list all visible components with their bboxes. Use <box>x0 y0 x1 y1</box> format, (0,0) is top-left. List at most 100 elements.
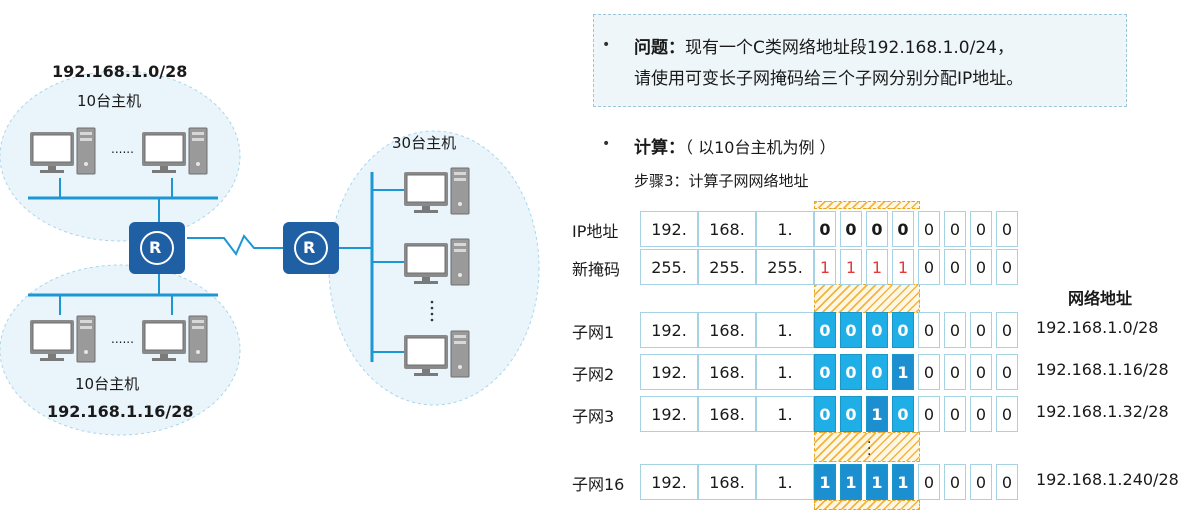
bit-cell: 0 <box>970 464 992 500</box>
bit-cell: 0 <box>814 312 836 348</box>
octet-cell: 1. <box>756 354 814 390</box>
question-line-1: 问题：现有一个C类网络地址段192.168.1.0/24， <box>634 33 1014 58</box>
router-icon <box>129 222 185 274</box>
network-address: 192.168.1.16/28 <box>1036 360 1169 379</box>
bit-cell: 0 <box>840 312 862 348</box>
calc-label: 计算： <box>634 138 685 158</box>
router-label: R <box>303 238 316 257</box>
question-label: 问题： <box>634 38 685 58</box>
bit-cell: 0 <box>840 396 862 432</box>
bullet: • <box>602 37 611 53</box>
bit-cell: 1 <box>892 354 914 390</box>
network-diagram: R R 192.168.1.0/28 10台主机 ...... ...... 1… <box>0 0 560 514</box>
bit-cell: 0 <box>996 354 1018 390</box>
octet-cell: 168. <box>698 211 756 247</box>
vertical-ellipsis: ··· <box>867 435 872 463</box>
bit-cell: 0 <box>892 211 914 247</box>
row-label: 新掩码 <box>572 260 621 279</box>
bit-cell: 0 <box>814 211 836 247</box>
bit-cell: 0 <box>918 249 940 285</box>
bit-cell: 0 <box>892 396 914 432</box>
octet-cell: 192. <box>640 396 698 432</box>
octet-cell: 168. <box>698 396 756 432</box>
octet-cell: 1. <box>756 396 814 432</box>
octet-cell: 1. <box>756 211 814 247</box>
top-subnet-hosts: 10台主机 <box>77 92 142 110</box>
hatch-mid <box>814 284 920 313</box>
net-addr-header: 网络地址 <box>1068 289 1133 308</box>
octet-cell: 1. <box>756 312 814 348</box>
question-box <box>593 14 1127 107</box>
bit-cell: 1 <box>892 249 914 285</box>
octet-cell: 192. <box>640 211 698 247</box>
calc-title: 计算：（ 以10台主机为例 ） <box>634 133 836 158</box>
bit-cell: 0 <box>970 354 992 390</box>
router-label: R <box>149 238 162 257</box>
bit-cell: 0 <box>970 312 992 348</box>
octet-cell: 168. <box>698 312 756 348</box>
calc-step: 步骤3：计算子网网络地址 <box>634 172 809 190</box>
hatch-bottom <box>814 500 920 510</box>
network-address: 192.168.1.240/28 <box>1036 470 1179 489</box>
hatch-gap <box>814 432 920 462</box>
octet-cell: 192. <box>640 312 698 348</box>
bit-cell: 0 <box>944 354 966 390</box>
bit-cell: 1 <box>840 249 862 285</box>
calc-note: （ 以10台主机为例 ） <box>685 138 836 157</box>
bit-cell: 0 <box>892 312 914 348</box>
hatch-top <box>814 201 920 209</box>
bit-cell: 0 <box>996 211 1018 247</box>
bit-cell: 1 <box>866 396 888 432</box>
bit-cell: 0 <box>866 312 888 348</box>
bit-cell: 0 <box>944 312 966 348</box>
bit-cell: 1 <box>866 249 888 285</box>
bit-cell: 0 <box>814 354 836 390</box>
bit-cell: 1 <box>840 464 862 500</box>
bit-cell: 1 <box>866 464 888 500</box>
bit-cell: 0 <box>970 211 992 247</box>
bit-cell: 0 <box>944 396 966 432</box>
octet-cell: 255. <box>640 249 698 285</box>
bit-cell: 0 <box>996 396 1018 432</box>
right-subnet-hosts: 30台主机 <box>392 134 457 152</box>
bit-cell: 0 <box>918 211 940 247</box>
bullet: • <box>602 136 611 152</box>
bit-cell: 0 <box>996 249 1018 285</box>
row-label: 子网2 <box>572 365 615 384</box>
bit-cell: 0 <box>970 249 992 285</box>
question-text-1: 现有一个C类网络地址段192.168.1.0/24， <box>685 38 1014 58</box>
bit-cell: 1 <box>892 464 914 500</box>
router-icon <box>283 222 339 274</box>
bit-cell: 0 <box>866 354 888 390</box>
octet-cell: 192. <box>640 354 698 390</box>
bit-cell: 0 <box>944 464 966 500</box>
octet-cell: 255. <box>698 249 756 285</box>
octet-cell: 1. <box>756 464 814 500</box>
bottom-subnet-network: 192.168.1.16/28 <box>47 402 194 421</box>
bit-cell: 0 <box>944 211 966 247</box>
bit-cell: 0 <box>996 464 1018 500</box>
bit-cell: 0 <box>918 312 940 348</box>
bit-cell: 0 <box>918 464 940 500</box>
octet-cell: 168. <box>698 354 756 390</box>
network-address: 192.168.1.0/28 <box>1036 318 1159 337</box>
bit-cell: 0 <box>996 312 1018 348</box>
bit-cell: 0 <box>918 354 940 390</box>
bit-cell: 1 <box>814 249 836 285</box>
octet-cell: 192. <box>640 464 698 500</box>
bit-cell: 0 <box>866 211 888 247</box>
question-line-2: 请使用可变长子网掩码给三个子网分别分配IP地址。 <box>634 69 1024 89</box>
bottom-ellipsis: ...... <box>111 332 134 346</box>
octet-cell: 255. <box>756 249 814 285</box>
top-subnet-network: 192.168.1.0/28 <box>52 62 188 81</box>
bit-cell: 0 <box>814 396 836 432</box>
bit-cell: 0 <box>840 211 862 247</box>
network-address: 192.168.1.32/28 <box>1036 402 1169 421</box>
row-label: 子网16 <box>572 475 625 494</box>
octet-cell: 168. <box>698 464 756 500</box>
row-label: 子网3 <box>572 407 615 426</box>
row-label: IP地址 <box>572 222 619 241</box>
top-ellipsis: ...... <box>111 142 134 156</box>
row-label: 子网1 <box>572 323 615 342</box>
